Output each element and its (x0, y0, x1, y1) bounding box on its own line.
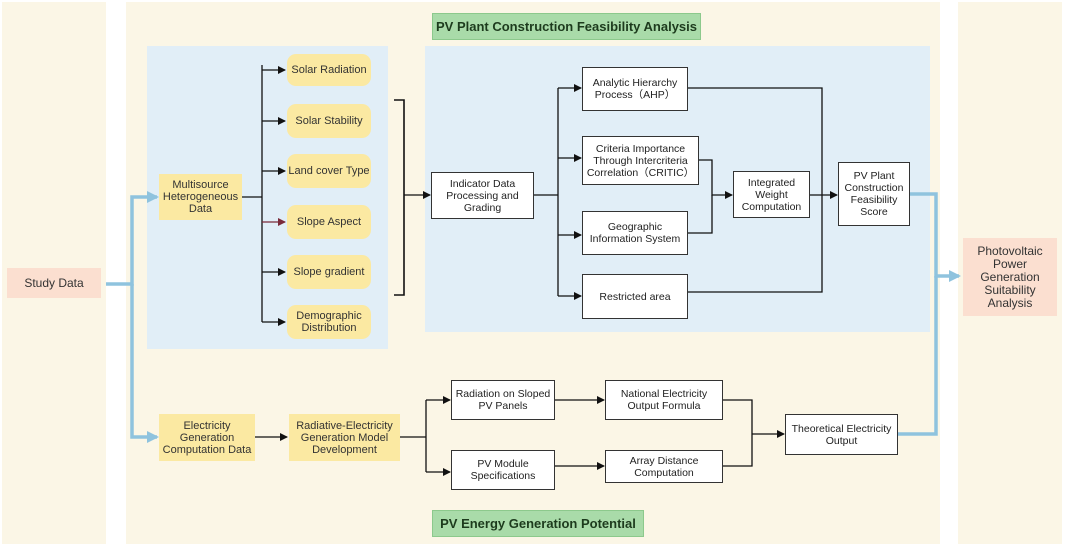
suitability-analysis-box: Photovoltaic Power Generation Suitabilit… (963, 238, 1057, 316)
generation-title: PV Energy Generation Potential (432, 510, 644, 537)
main-flow-arrows (106, 191, 961, 443)
factor-demographic: Demographic Distribution (287, 305, 371, 339)
critic-box: Criteria Importance Through Intercriteri… (582, 136, 699, 185)
restricted-area-box: Restricted area (582, 274, 688, 319)
feasibility-score-box: PV Plant Construction Feasibility Score (838, 162, 910, 226)
indicator-processing-box: Indicator Data Processing and Grading (431, 172, 534, 219)
study-data-box: Study Data (7, 268, 101, 298)
ahp-box: Analytic Hierarchy Process（AHP） (582, 67, 688, 111)
electricity-data-box: Electricity Generation Computation Data (159, 414, 255, 461)
national-formula-box: National Electricity Output Formula (605, 380, 723, 420)
model-development-box: Radiative-Electricity Generation Model D… (289, 414, 400, 461)
theoretical-output-box: Theoretical Electricity Output (785, 414, 898, 455)
feasibility-title: PV Plant Construction Feasibility Analys… (432, 13, 701, 40)
radiation-sloped-box: Radiation on Sloped PV Panels (451, 380, 555, 420)
factor-solar-radiation: Solar Radiation (287, 54, 371, 86)
gis-box: Geographic Information System (582, 211, 688, 255)
multisource-data-box: Multisource Heterogeneous Data (159, 174, 242, 220)
factor-land-cover: Land cover Type (287, 154, 371, 188)
array-distance-box: Array Distance Computation (605, 450, 723, 483)
module-specs-box: PV Module Specifications (451, 450, 555, 490)
integrated-weight-box: Integrated Weight Computation (733, 171, 810, 218)
factor-slope-gradient: Slope gradient (287, 255, 371, 289)
factor-solar-stability: Solar Stability (287, 104, 371, 138)
factor-slope-aspect: Slope Aspect (287, 205, 371, 239)
